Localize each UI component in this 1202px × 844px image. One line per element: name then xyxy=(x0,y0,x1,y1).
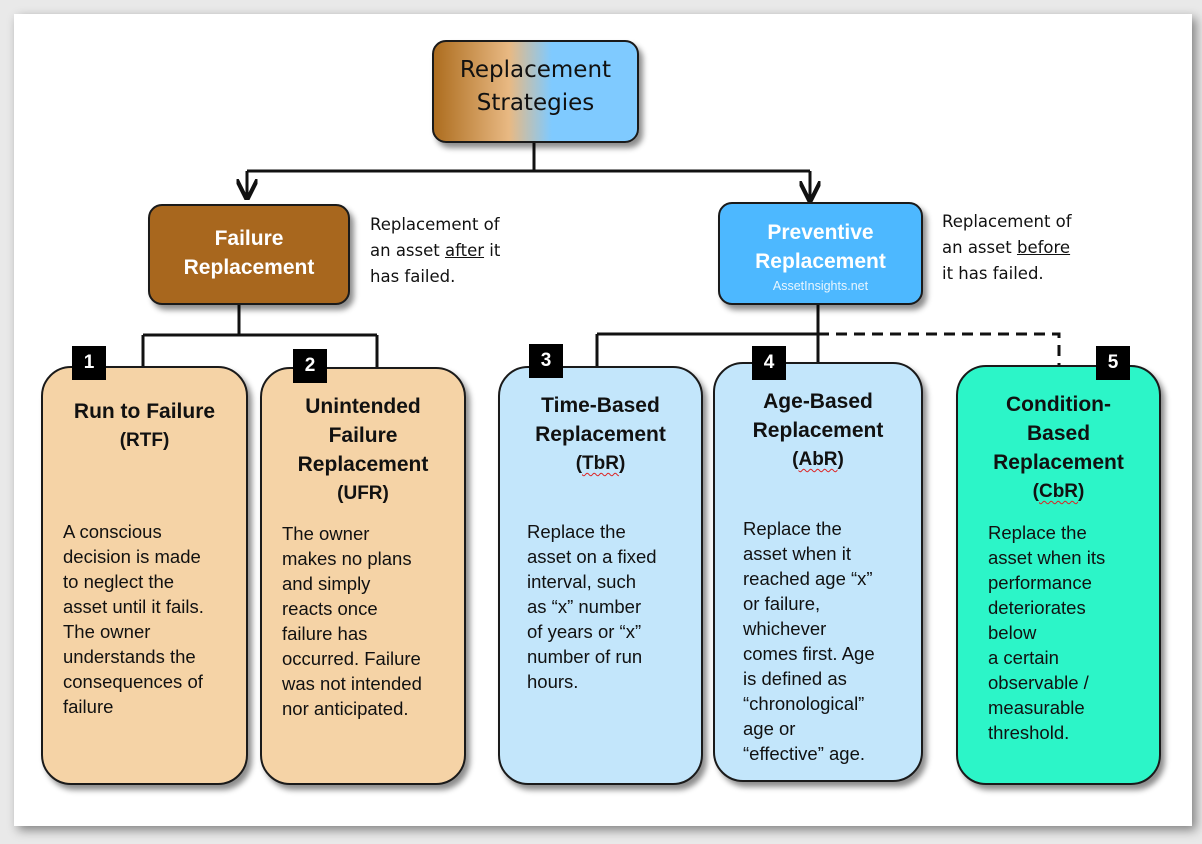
watermark: AssetInsights.net xyxy=(772,279,869,293)
rtf-abbr: (RTF) xyxy=(119,430,170,451)
rtf-title: Run to Failure xyxy=(73,400,216,423)
failure-title-line1: Failure xyxy=(214,227,284,250)
tbr-description: Replace the asset on a fixed interval, s… xyxy=(527,521,657,692)
preventive-note: Replacement of an asset before it has fa… xyxy=(942,209,1072,287)
ufr-abbr: (UFR) xyxy=(337,483,389,504)
abr-description: Replace the asset when it reached age “x… xyxy=(743,518,875,764)
abr-abbr: (AbR) xyxy=(792,449,844,470)
failure-title-line2: Replacement xyxy=(183,256,315,279)
root-title-line1: Replacement xyxy=(459,57,612,83)
cbr-abbr: (CbR) xyxy=(1032,481,1085,502)
root-box: Replacement Strategies xyxy=(432,40,639,143)
condition-based-box: Condition- Based Replacement (CbR) xyxy=(956,365,1161,785)
step-number-3: 3 xyxy=(529,344,563,378)
rtf-description: A conscious decision is made to neglect … xyxy=(63,521,204,717)
cbr-title-line1: Condition- xyxy=(1006,393,1111,416)
abr-title-line1: Age-Based xyxy=(763,390,873,413)
cbr-title-line3: Replacement xyxy=(993,451,1124,474)
preventive-note-line3: it has failed. xyxy=(942,264,1044,283)
cbr-title-line2: Based xyxy=(1026,422,1091,445)
root-title-line2: Strategies xyxy=(476,90,595,116)
ufr-title-line1: Unintended xyxy=(305,395,421,418)
age-based-box: Age-Based Replacement (AbR) xyxy=(713,362,923,782)
tbr-abbr: (TbR) xyxy=(575,453,626,474)
run-to-failure-box: Run to Failure (RTF) xyxy=(41,366,248,785)
failure-branches xyxy=(141,305,379,367)
failure-note-line1: Replacement of xyxy=(370,215,500,234)
step-number-1: 1 xyxy=(72,346,106,380)
unintended-failure-box: Unintended Failure Replacement (UFR) xyxy=(260,367,466,785)
time-based-box: Time-Based Replacement (TbR) xyxy=(498,366,703,785)
after-word: after xyxy=(444,241,485,260)
ufr-description: The owner makes no plans and simply reac… xyxy=(282,523,422,719)
failure-replacement-box: Failure Replacement xyxy=(148,204,350,305)
tbr-title-line2: Replacement xyxy=(535,423,666,446)
step-number-2: 2 xyxy=(293,349,327,383)
preventive-title-line1: Preventive xyxy=(767,221,874,244)
preventive-note-line2: an asset before xyxy=(942,238,1071,257)
preventive-note-line1: Replacement of xyxy=(942,212,1072,231)
step-number-4: 4 xyxy=(752,346,786,380)
before-word: before xyxy=(1016,238,1071,257)
cbr-description: Replace the asset when its performance d… xyxy=(988,522,1106,743)
ufr-title-line3: Replacement xyxy=(297,453,429,476)
failure-note-line3: has failed. xyxy=(370,267,456,286)
failure-note: Replacement of an asset after it has fai… xyxy=(370,212,500,290)
abr-title-line2: Replacement xyxy=(752,419,884,442)
preventive-title-line2: Replacement xyxy=(755,250,886,273)
preventive-replacement-box: Preventive Replacement AssetInsights.net xyxy=(718,202,923,305)
condition-dashed-branch xyxy=(818,332,1061,366)
failure-note-line2: an asset after it xyxy=(370,241,501,260)
step-number-5: 5 xyxy=(1096,346,1130,380)
tbr-title-line1: Time-Based xyxy=(541,394,660,417)
ufr-title-line2: Failure xyxy=(328,424,398,447)
